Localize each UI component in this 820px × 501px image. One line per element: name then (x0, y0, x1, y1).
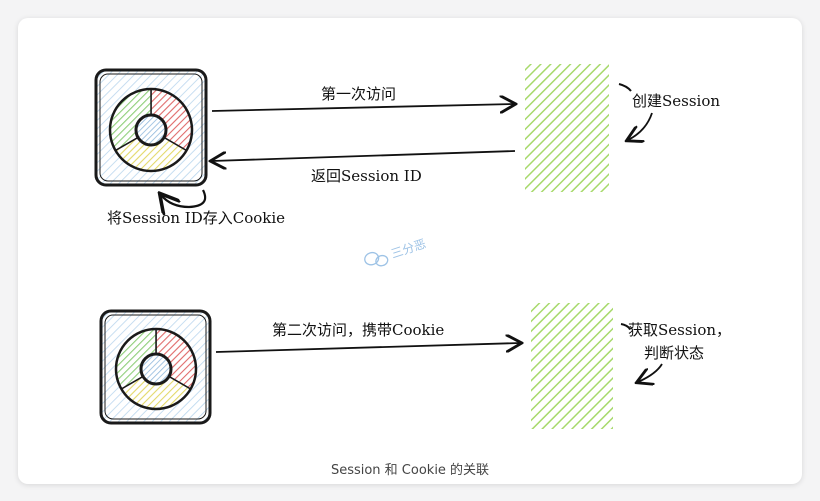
watermark-text: 三分恶 (389, 237, 428, 261)
server-block-1 (525, 64, 609, 192)
first-visit-arrow (211, 104, 514, 111)
create-session-arrow (628, 112, 653, 140)
browser-icon-1 (94, 68, 208, 187)
server-block-2 (531, 303, 613, 429)
second-visit-label: 第二次访问，携带Cookie (272, 321, 444, 339)
get-session-tick (620, 323, 631, 330)
get-session-label-line1: 获取Session， (628, 321, 731, 339)
return-id-label: 返回Session ID (311, 167, 422, 185)
store-cookie-label: 将Session ID存入Cookie (107, 209, 285, 227)
second-visit-arrow (215, 343, 520, 353)
figure-caption: Session 和 Cookie 的关联 (330, 463, 490, 478)
watermark: 三分恶 (364, 237, 428, 267)
get-session-arrow (638, 363, 663, 382)
browser-icon-2 (99, 309, 212, 425)
return-id-arrow (212, 150, 516, 161)
create-session-label: 创建Session (632, 92, 720, 110)
get-session-label-line2: 判断状态 (644, 344, 704, 362)
create-session-tick (618, 83, 632, 92)
store-cookie-arrow (161, 189, 207, 207)
first-visit-label: 第一次访问 (321, 85, 396, 103)
wechat-icon (364, 251, 389, 267)
